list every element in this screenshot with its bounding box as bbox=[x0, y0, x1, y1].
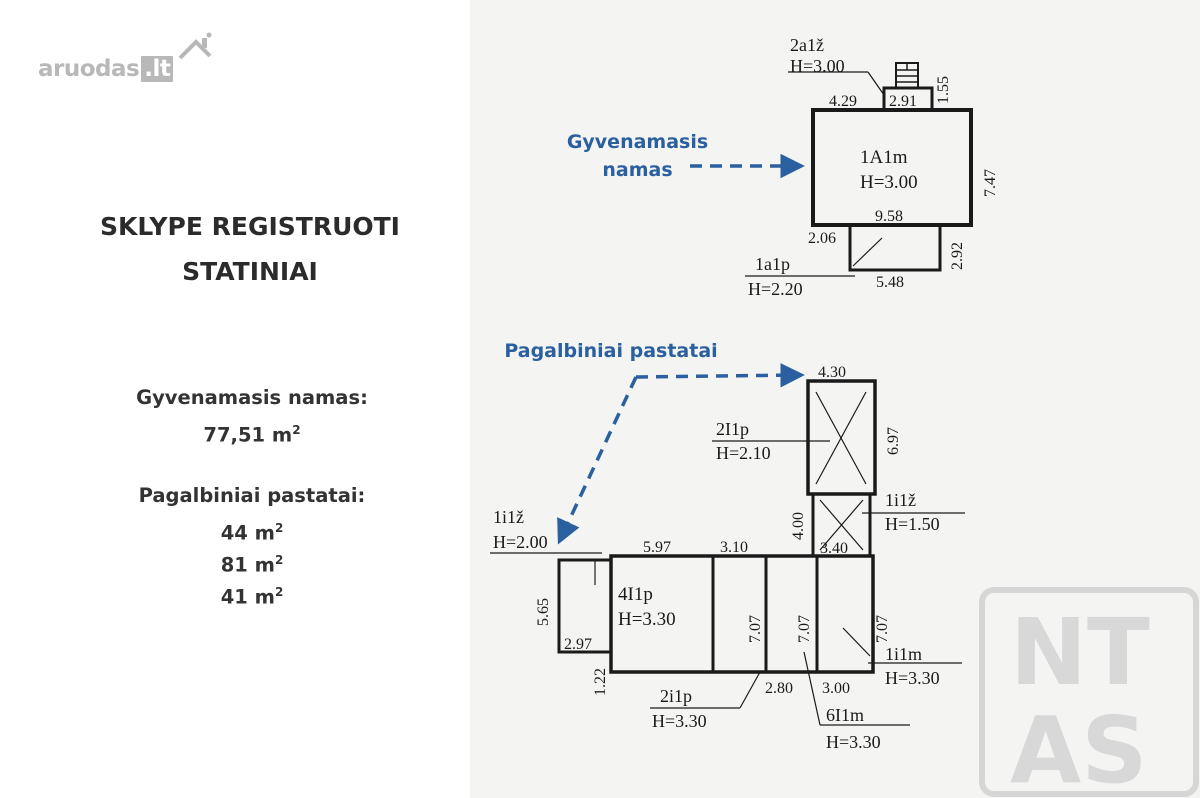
shed-6I1m-depth: 7.07 bbox=[796, 615, 813, 643]
shed-4I1p-height: H=3.30 bbox=[618, 609, 676, 630]
shed-1i1z-upper-width: 3.40 bbox=[820, 540, 848, 557]
shed-4I1p-width: 5.97 bbox=[643, 539, 671, 556]
house-roof-icon bbox=[178, 32, 212, 60]
shed-1i1z-left-width: 2.97 bbox=[564, 636, 592, 653]
shed-6I1m-height: H=3.30 bbox=[826, 732, 881, 752]
porch-top-height: H=3.00 bbox=[790, 56, 845, 76]
shed-1i1z-upper-name: 1i1ž bbox=[885, 490, 916, 510]
house-area-value: 77,51 m2 bbox=[203, 423, 301, 447]
shed-2i1p-height: H=3.30 bbox=[652, 711, 707, 731]
shed-2I1p-name: 2I1p bbox=[716, 419, 749, 439]
stamp-line-1: NT bbox=[1010, 599, 1150, 706]
aux-arrow-right bbox=[635, 362, 805, 388]
porch-bottom-width: 5.48 bbox=[876, 274, 904, 291]
porch-top-depth: 1.55 bbox=[935, 76, 952, 104]
aux-area-value-2: 81 m2 bbox=[220, 553, 284, 577]
shed-1i1z-left-extra: 1.22 bbox=[592, 668, 609, 696]
shed-1i1z-left-outline bbox=[557, 558, 613, 654]
house-dim-top: 4.29 bbox=[829, 93, 857, 110]
porch-bottom-name: 1a1p bbox=[755, 254, 790, 274]
shed-2i1p-width: 3.10 bbox=[720, 539, 748, 556]
logo-tld: .lt bbox=[141, 56, 174, 82]
shed-2i1p-depth: 7.07 bbox=[747, 615, 764, 643]
shed-1i1m-name: 1i1m bbox=[885, 644, 922, 664]
plan-paper-background bbox=[470, 0, 1200, 798]
shed-2i1p-name: 2i1p bbox=[660, 686, 692, 706]
aux-area-value-1: 44 m2 bbox=[220, 521, 284, 545]
shed-6I1m-width: 2.80 bbox=[765, 680, 793, 697]
shed-1i1z-left-name: 1i1ž bbox=[493, 507, 524, 527]
porch-bottom-height: H=2.20 bbox=[748, 279, 803, 299]
shed-1i1m-height: H=3.30 bbox=[885, 668, 940, 688]
shed-1i1m-width: 3.00 bbox=[822, 680, 850, 697]
shed-1i1z-left-depth: 5.65 bbox=[535, 598, 552, 626]
house-name: 1A1m bbox=[860, 147, 908, 168]
aux-annotation: Pagalbiniai pastatai bbox=[504, 340, 718, 362]
shed-2I1p-depth: 6.97 bbox=[885, 427, 902, 455]
shed-6I1m-leader bbox=[803, 651, 821, 726]
porch-bottom-right: 2.92 bbox=[949, 242, 966, 270]
porch-bottom-left: 2.06 bbox=[808, 230, 836, 247]
shed-4I1p-name: 4I1p bbox=[618, 584, 653, 605]
heading-line-1: SKLYPE REGISTRUOTI bbox=[100, 212, 400, 241]
shed-6I1m-name: 6I1m bbox=[826, 705, 864, 725]
aruodas-logo[interactable]: aruodas.lt bbox=[38, 56, 174, 82]
house-annotation: Gyvenamasis namas bbox=[566, 131, 709, 181]
shed-2I1p-width: 4.30 bbox=[818, 364, 846, 381]
heading-line-2: STATINIAI bbox=[182, 257, 318, 286]
house-area-label: Gyvenamasis namas: bbox=[136, 386, 368, 409]
stamp-line-2: AS bbox=[1010, 697, 1147, 798]
aux-arrow-left bbox=[557, 376, 638, 545]
porch-bottom-outline bbox=[848, 223, 942, 272]
shed-1i1z-left-height: H=2.00 bbox=[493, 532, 548, 552]
house-dim-right: 7.47 bbox=[982, 169, 999, 197]
logo-text: aruodas bbox=[38, 56, 140, 82]
shed-1i1z-upper-height: H=1.50 bbox=[885, 514, 940, 534]
house-height: H=3.00 bbox=[860, 172, 918, 193]
ntas-watermark: NT AS bbox=[979, 587, 1199, 798]
shed-2I1p-height: H=2.10 bbox=[716, 443, 771, 463]
house-dim-bottom: 9.58 bbox=[875, 208, 903, 225]
aux-area-label: Pagalbiniai pastatai: bbox=[138, 484, 366, 507]
porch-top-width: 2.91 bbox=[889, 93, 917, 110]
shed-1i1m-depth: 7.07 bbox=[874, 615, 891, 643]
porch-top-name: 2a1ž bbox=[790, 35, 824, 55]
aux-area-value-3: 41 m2 bbox=[220, 585, 284, 609]
shed-1i1z-upper-depth: 4.00 bbox=[790, 512, 807, 540]
